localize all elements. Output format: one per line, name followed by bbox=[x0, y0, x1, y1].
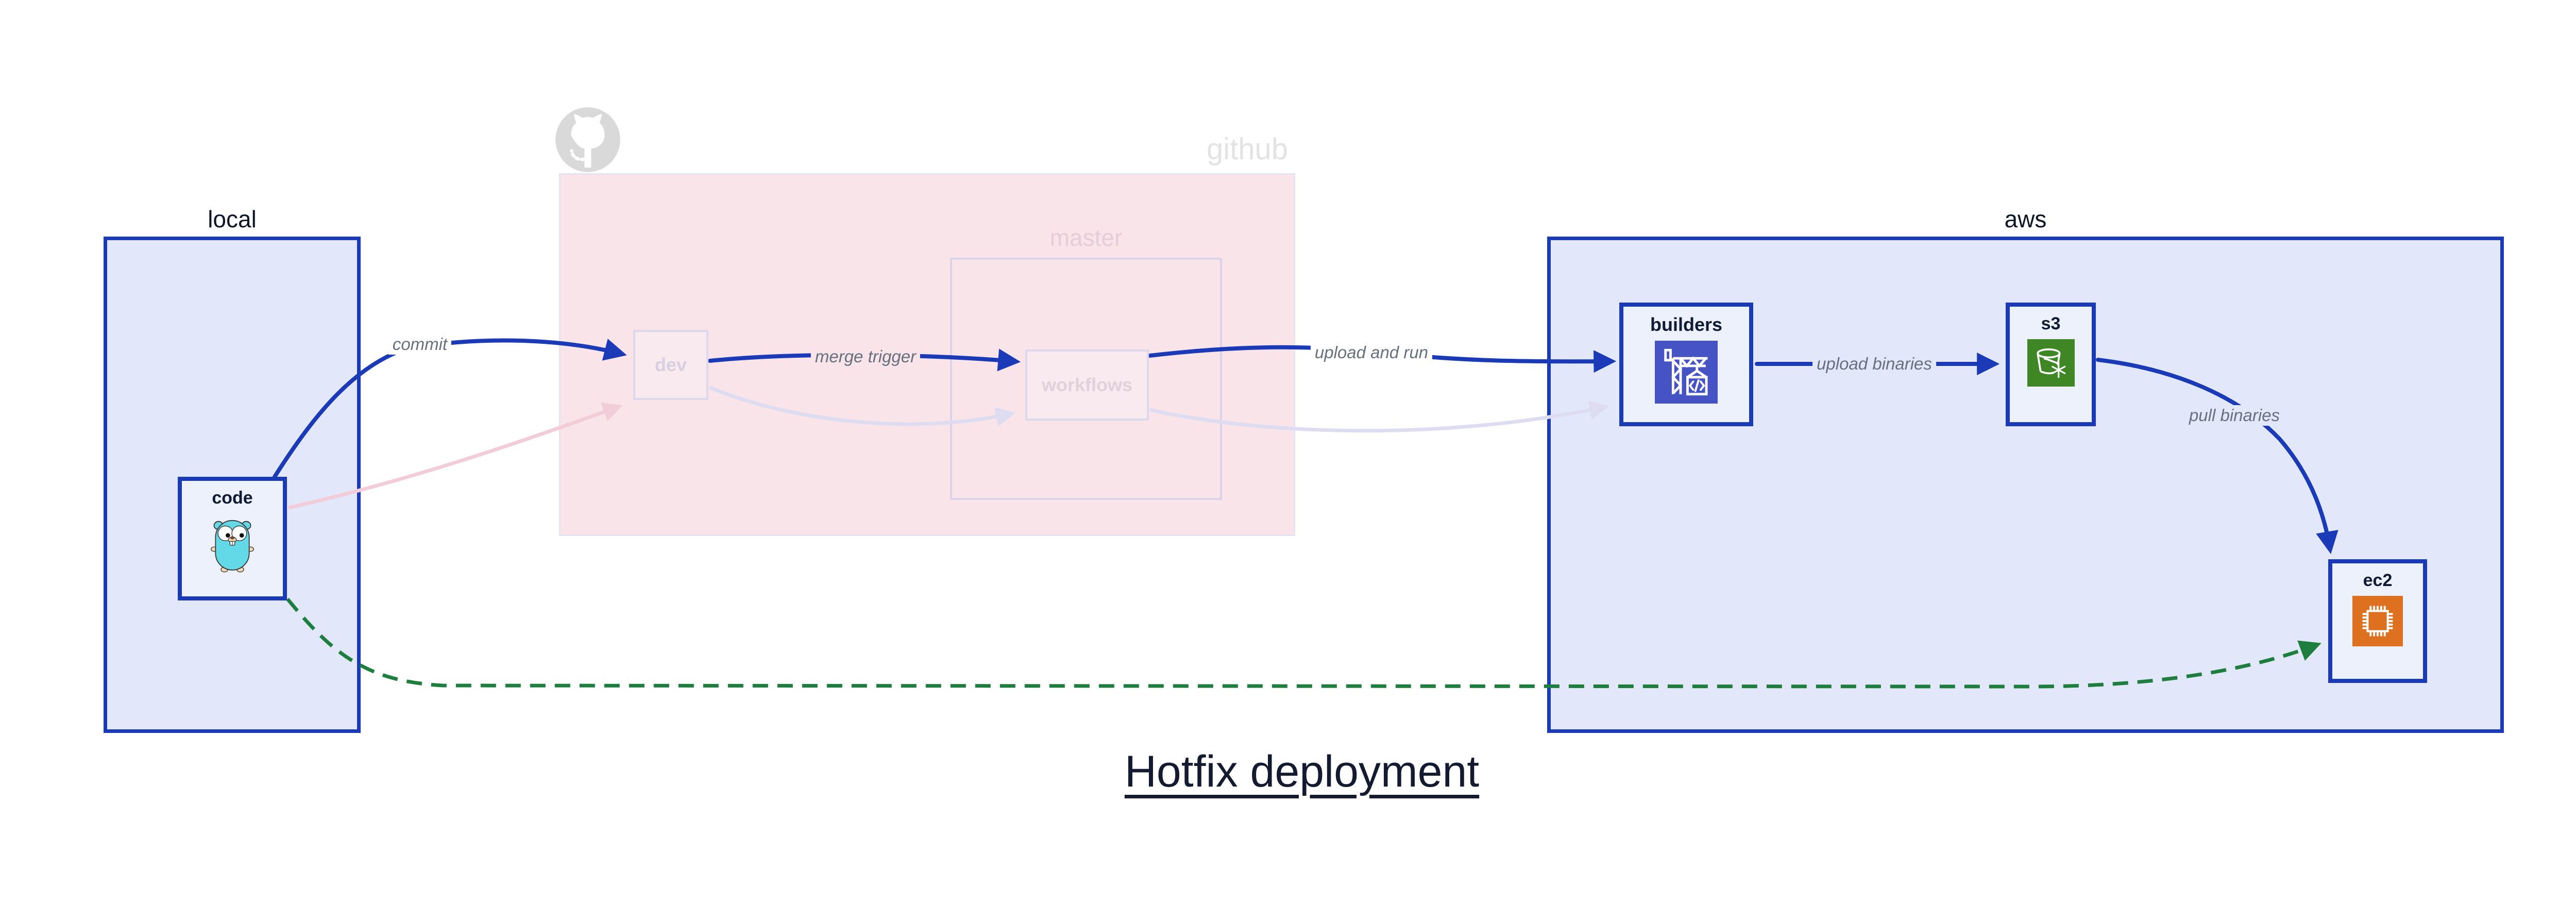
aws-s3-glacier-icon bbox=[2027, 339, 2075, 387]
master-branch-label: master bbox=[1049, 224, 1123, 251]
aws-codebuild-icon bbox=[1655, 341, 1718, 404]
dev-node: dev bbox=[633, 330, 708, 400]
upload-and-run-edge-label: upload and run bbox=[1310, 342, 1433, 363]
code-node: code bbox=[178, 477, 287, 600]
code-node-label: code bbox=[212, 488, 253, 508]
builders-node: builders bbox=[1619, 303, 1753, 426]
ec2-node: ec2 bbox=[2328, 559, 2427, 683]
master-branch-region bbox=[950, 258, 1222, 500]
s3-node-label: s3 bbox=[2041, 314, 2061, 333]
go-gopher-icon bbox=[211, 520, 254, 573]
ec2-node-label: ec2 bbox=[2363, 571, 2393, 590]
aws-region-label: aws bbox=[2004, 206, 2047, 232]
builders-node-label: builders bbox=[1650, 314, 1723, 335]
github-octocat-icon bbox=[555, 107, 620, 172]
dev-node-label: dev bbox=[654, 354, 687, 375]
local-region-label: local bbox=[208, 206, 257, 232]
diagram-title-text: Hotfix deployment bbox=[1124, 747, 1480, 796]
diagram-title: Hotfix deployment bbox=[0, 746, 2576, 797]
workflows-node: workflows bbox=[1025, 349, 1149, 421]
workflows-node-label: workflows bbox=[1041, 374, 1133, 395]
s3-node: s3 bbox=[2006, 303, 2096, 426]
upload-binaries-edge-label: upload binaries bbox=[1812, 354, 1936, 375]
pull-binaries-edge-label: pull binaries bbox=[2184, 405, 2284, 426]
merge-trigger-edge-label: merge trigger bbox=[810, 346, 921, 368]
aws-ec2-icon bbox=[2352, 596, 2403, 646]
github-region-label: github bbox=[1206, 132, 1288, 166]
commit-edge-label: commit bbox=[388, 334, 452, 355]
